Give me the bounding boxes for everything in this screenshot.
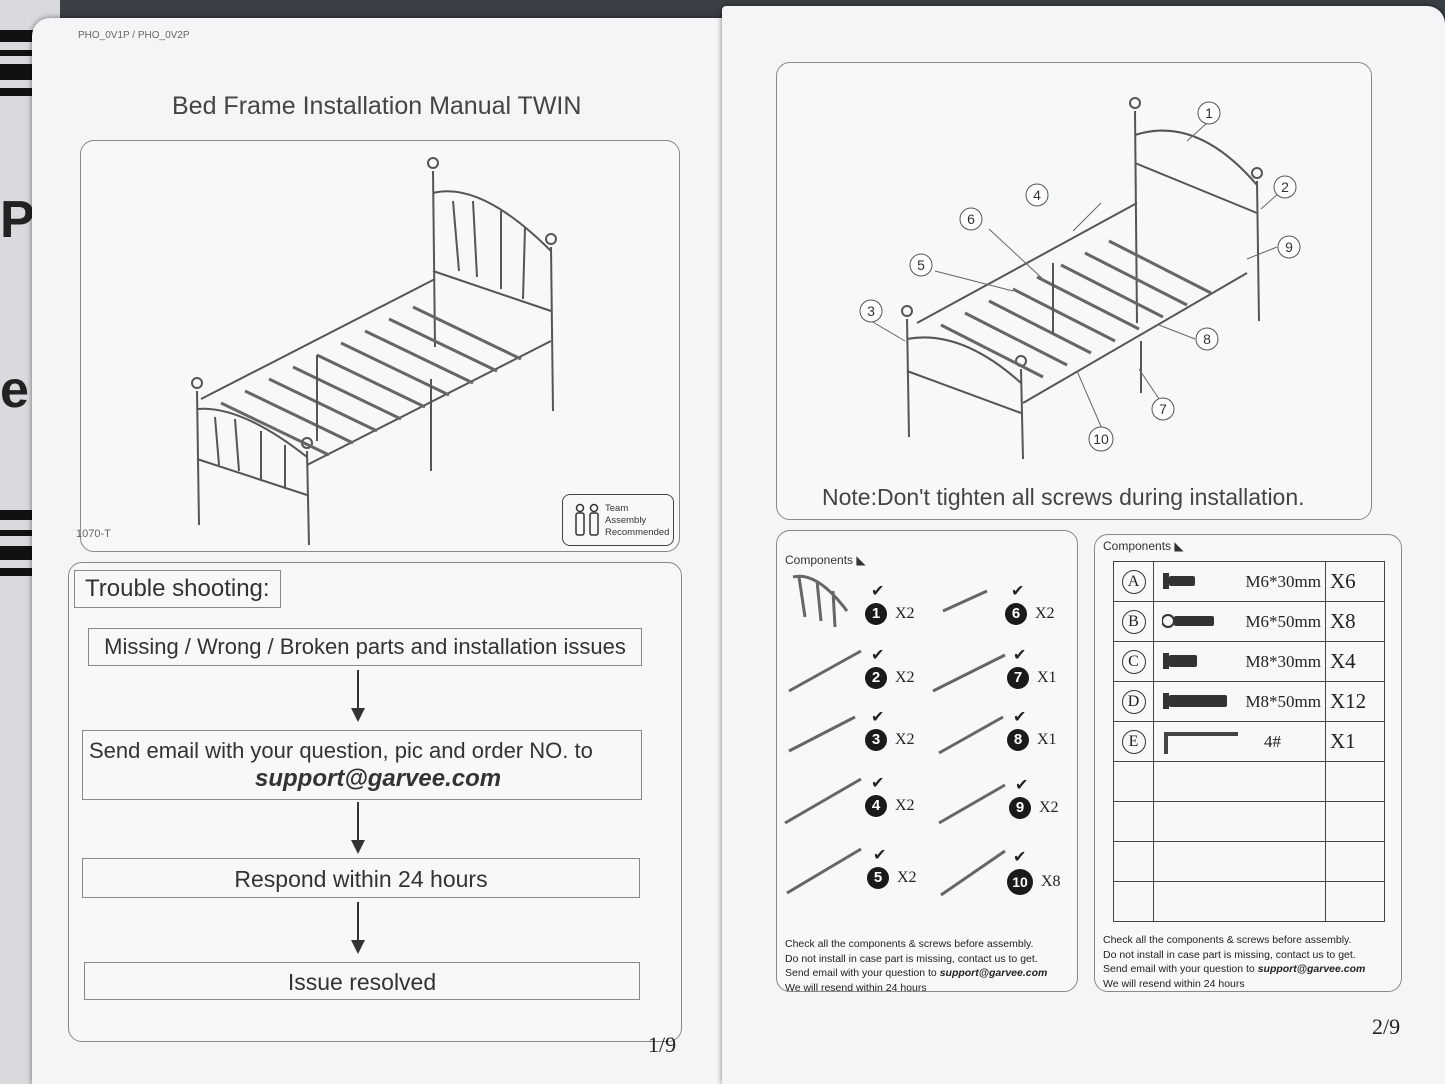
team-assembly-badge: Team Assembly Recommended [562, 494, 674, 546]
arrow-down-icon [351, 670, 365, 722]
hardware-row: E 4# X1 [1113, 721, 1385, 762]
step-resolved: Issue resolved [84, 962, 640, 1000]
manual-page-left: PHO_0V1P / PHO_0V2P Bed Frame Installati… [32, 18, 728, 1084]
badge-line-2: Assembly [605, 515, 647, 526]
allen-key-icon [1164, 732, 1238, 754]
hardware-row: C M8*30mm X4 [1113, 641, 1385, 682]
check-icon: ✔ [871, 583, 885, 600]
support-email: support@garvee.com [255, 765, 502, 792]
callout-4: 4 [1033, 187, 1041, 203]
bolt-icon [1163, 693, 1227, 709]
arrow-down-icon [351, 802, 365, 854]
model-code: PHO_0V1P / PHO_0V2P [78, 30, 190, 41]
step-issues: Missing / Wrong / Broken parts and insta… [88, 628, 642, 666]
components-footer: Check all the components & screws before… [785, 938, 1048, 994]
callout-1: 1 [1205, 105, 1213, 121]
troubleshooting-title: Trouble shooting: [74, 570, 281, 608]
bed-illustration-box [80, 140, 680, 552]
check-icon: ✔ [1015, 777, 1029, 794]
step-send-email: Send email with your question, pic and o… [82, 730, 642, 800]
hardware-footer: Check all the components & screws before… [1103, 934, 1366, 990]
callout-8: 8 [1203, 331, 1211, 347]
callout-5: 5 [917, 257, 925, 273]
hardware-row-empty [1113, 761, 1385, 802]
installation-note: Note:Don't tighten all screws during ins… [822, 484, 1305, 510]
callout-2: 2 [1281, 179, 1289, 195]
hardware-table: A M6*30mm X6 B M6*50mm X8 C M8*30mm X4 D… [1113, 561, 1385, 922]
components-title: Components ◣ [785, 553, 866, 567]
check-icon: ✔ [871, 775, 885, 792]
page-title: Bed Frame Installation Manual TWIN [172, 92, 582, 120]
hardware-row: D M8*50mm X12 [1113, 681, 1385, 722]
email-instruction: Send email with your question, pic and o… [89, 738, 593, 763]
parts-illustrations [784, 574, 1006, 897]
people-icon [575, 503, 599, 536]
bolt-icon [1162, 614, 1214, 628]
check-icon: ✔ [1011, 583, 1025, 600]
hardware-row: B M6*50mm X8 [1113, 601, 1385, 642]
page-number: 1/9 [648, 1032, 677, 1057]
check-icon: ✔ [871, 709, 885, 726]
bolt-icon [1163, 573, 1195, 589]
exploded-view-box: 1 2 3 4 5 6 7 8 9 10 [776, 62, 1372, 520]
page-number: 2/9 [1372, 1014, 1401, 1039]
check-icon: ✔ [1013, 647, 1027, 664]
part-code: 1070-T [76, 528, 111, 540]
callout-3: 3 [867, 303, 875, 319]
callout-6: 6 [967, 211, 975, 227]
callout-7: 7 [1159, 401, 1167, 417]
components-title: Components ◣ [1103, 539, 1184, 553]
exploded-bed-illustration: 1 2 3 4 5 6 7 8 9 10 [859, 97, 1301, 460]
bolt-icon [1163, 653, 1197, 669]
check-icon: ✔ [1013, 709, 1027, 726]
bed-frame-illustration [191, 157, 557, 546]
check-icon: ✔ [1013, 849, 1027, 866]
hardware-row-empty [1113, 801, 1385, 842]
components-panel-hardware: Components ◣ A M6*30mm X6 B M6*50mm X8 C… [1094, 534, 1402, 992]
hardware-row-empty [1113, 841, 1385, 882]
manual-page-right: 1 2 3 4 5 6 7 8 9 10 Note:Don' [722, 6, 1445, 1084]
step-respond: Respond within 24 hours [82, 858, 640, 898]
badge-line-3: Recommended [605, 527, 670, 538]
arrow-down-icon [351, 902, 365, 954]
check-icon: ✔ [871, 647, 885, 664]
check-icon: ✔ [873, 847, 887, 864]
callout-10: 10 [1093, 431, 1109, 447]
hardware-row-empty [1113, 881, 1385, 922]
callout-9: 9 [1285, 239, 1293, 255]
badge-line-1: Team [605, 503, 629, 514]
hardware-row: A M6*30mm X6 [1113, 561, 1385, 602]
